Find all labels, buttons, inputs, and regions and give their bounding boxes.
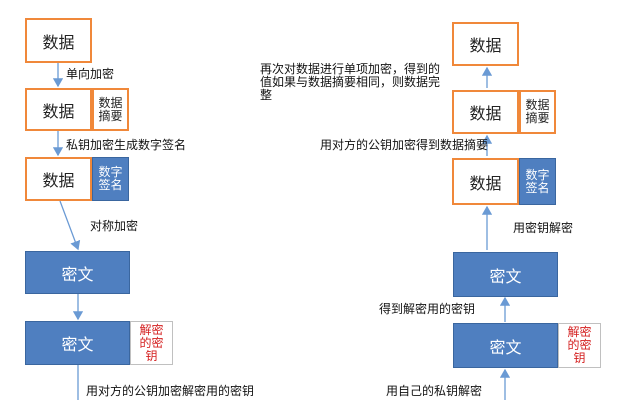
left-signature-label: 数字 签名	[98, 165, 123, 192]
left-cipher-label-1: 密文	[61, 264, 94, 284]
right-note: 再次对数据进行单项加密，得到的值如果与数据摘要相同，则数据完整	[260, 62, 441, 102]
left-digest-label: 数据 摘要	[98, 95, 123, 123]
left-step-2-label: 私钥加密生成数字签名	[66, 138, 187, 152]
right-data-label-1: 数据	[469, 36, 502, 55]
left-data-box-1: 数据	[25, 18, 92, 63]
arrow-left-3	[59, 200, 81, 251]
right-step-3-label: 用密钥解密	[513, 221, 574, 235]
right-data-box-3: 数据	[452, 158, 519, 205]
left-cipher-label-2: 密文	[61, 335, 94, 354]
right-signature-label: 数字 签名	[525, 167, 550, 195]
right-key-box: 解密 的密 钥	[558, 323, 601, 368]
right-cipher-box-2: 密文	[453, 323, 558, 368]
right-step-2-label: 用对方的公钥加密得到数据摘要	[320, 138, 489, 152]
right-signature-box: 数字 签名	[519, 158, 556, 205]
left-data-label-1: 数据	[42, 32, 75, 52]
right-data-label-2: 数据	[469, 104, 502, 123]
left-data-box-3: 数据	[25, 157, 92, 201]
left-step-3-label: 对称加密	[90, 219, 139, 233]
right-cipher-label-2: 密文	[489, 337, 522, 357]
right-step-5-label: 用自己的私钥解密	[386, 384, 483, 398]
left-cipher-box-2: 密文	[25, 321, 130, 365]
right-data-label-3: 数据	[469, 173, 502, 193]
right-cipher-box-1: 密文	[453, 252, 558, 297]
left-signature-box: 数字 签名	[92, 157, 129, 201]
left-digest-box: 数据 摘要	[92, 88, 129, 131]
left-data-box-2: 数据	[25, 88, 92, 131]
left-key-label: 解密 的密 钥	[139, 322, 164, 363]
right-step-4-label: 得到解密用的密钥	[379, 302, 476, 316]
left-key-box: 解密 的密 钥	[130, 321, 173, 365]
right-data-box-1: 数据	[452, 22, 519, 66]
right-data-box-2: 数据	[452, 90, 519, 134]
right-digest-box: 数据 摘要	[519, 90, 556, 134]
right-key-label: 解密 的密 钥	[567, 325, 592, 365]
left-cipher-box-1: 密文	[25, 251, 130, 294]
left-data-label-2: 数据	[42, 101, 75, 121]
right-digest-label: 数据 摘要	[525, 98, 550, 125]
left-data-label-3: 数据	[42, 171, 75, 190]
left-step-1-label: 单向加密	[66, 67, 115, 81]
right-cipher-label-1: 密文	[489, 266, 522, 286]
left-step-4-label: 用对方的公钥加密解密用的密钥	[86, 384, 255, 398]
